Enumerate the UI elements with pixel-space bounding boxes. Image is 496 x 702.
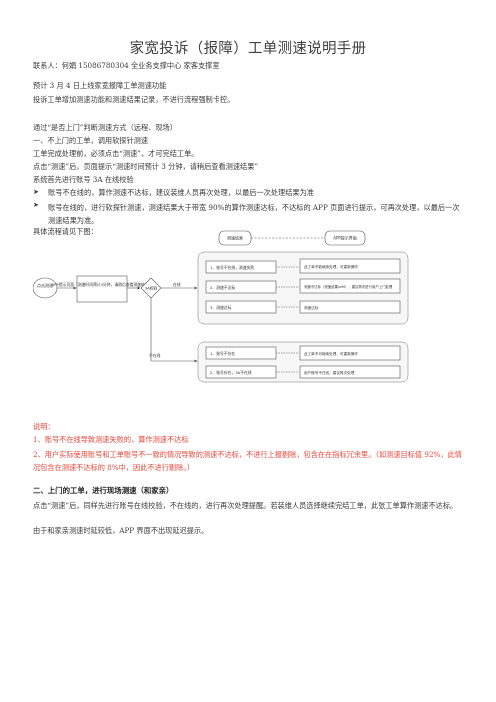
start-node	[33, 277, 58, 299]
app-header	[324, 230, 366, 246]
contact-line: 联系人：何娟 15086780304 全业务支撑中心 家客支撑室	[33, 61, 220, 70]
app-row-5	[299, 365, 401, 379]
result-row-3-label: 3、测速达标	[210, 305, 232, 310]
app-row-3-label: 测速达标	[304, 305, 319, 310]
app-row-3	[299, 300, 401, 314]
app-header-label: APP提示界面	[333, 235, 357, 241]
judge-line: 通过“是否上门”判断测速方式（远程、现场）	[33, 123, 177, 132]
offline-label: 不在线	[149, 353, 161, 358]
section-1-line-3: 系统首先进行账号 3A 在线校验	[33, 175, 134, 184]
result-row-4-label: 1、账号不存在	[210, 351, 235, 356]
result-header-label: 测速结果	[227, 235, 243, 241]
app-row-1-label: 此工单不能继续处理，可重新操作	[304, 264, 358, 269]
prompt-label: APP提示页面「测速时间预计3分钟，请稍后查看测速结果」	[52, 282, 153, 287]
app-row-2-label: 测速不达标（测速结果xxM），建议再次进行用户上门处理	[304, 284, 393, 289]
result-row-1-label: 1、账号不在线，测速失败	[210, 265, 254, 270]
note-2: 2、用户实际使用账号和工单账号不一致的情况导致的测速不达标，不进行上报剔除，包含…	[33, 450, 462, 472]
notes-title: 说明：	[33, 422, 55, 431]
section-1-heading: 一、不上门的工单，调用软探针测速	[33, 136, 149, 145]
start-label: 点击测速	[37, 282, 53, 288]
app-row-1	[299, 258, 401, 274]
app-row-2	[299, 278, 401, 294]
flow-intro: 具体流程请见下图：	[33, 227, 98, 236]
online-label: 在线	[173, 282, 181, 287]
flow-diagram: 点击测速 APP提示页面「测速时间预计3分钟，请稍后查看测速结果」 3A校验 在…	[33, 230, 409, 383]
section-2-heading: 二、上门的工单，进行现场测速（和家亲）	[33, 486, 174, 495]
section-1-line-1: 工单完成处理前，必须点击“测速”，才可完结工单。	[33, 149, 199, 158]
bullet-arrow-icon: ➤	[33, 201, 39, 209]
note-1: 1、账号不在线导致测速失败的，算作测速不达标	[33, 435, 189, 444]
bullet-arrow-icon: ➤	[33, 188, 39, 196]
section-2-line-1: 点击“测速”后，同样先进行账号在线校验，不在线的，进行再次处理提醒。若装维人员选…	[33, 501, 458, 510]
app-row-5-label: 用户账号不在线，建议再次处理	[304, 370, 355, 375]
app-row-4-label: 此工单不可继续处理，可重新操作	[304, 351, 358, 356]
section-2-line-2: 由于和家亲测速时延较低，APP 界面不出现延迟提示。	[33, 526, 209, 535]
intro-line-1: 预计 3 月 4 日上线家宽报障工单测速功能	[33, 81, 167, 90]
bullet-2: 账号在线的，进行软探针测速，测速结果大于带宽 90%的算作测速达标，不达标的 A…	[48, 203, 460, 225]
result-row-2-label: 2、测速不达标	[210, 285, 235, 290]
section-1-line-2: 点击“测速”后，页面提示“测速时间预计 3 分钟，请稍后查看测速结果”	[33, 162, 259, 171]
result-row-5-label: 2、账号存在，3A不在线	[210, 370, 252, 375]
app-row-4	[299, 345, 401, 361]
check-label: 3A校验	[145, 286, 158, 291]
bullet-1: 账号不在线的，算作测速不达标，建议装维人员再次处理，以最后一次处理结果为准	[48, 188, 314, 197]
intro-line-2: 投诉工单增加测速功能和测速结果记录，不进行流程强制卡控。	[33, 95, 235, 104]
prompt-box	[76, 275, 128, 303]
page-title: 家宽投诉（报障）工单测速说明手册	[129, 41, 367, 57]
